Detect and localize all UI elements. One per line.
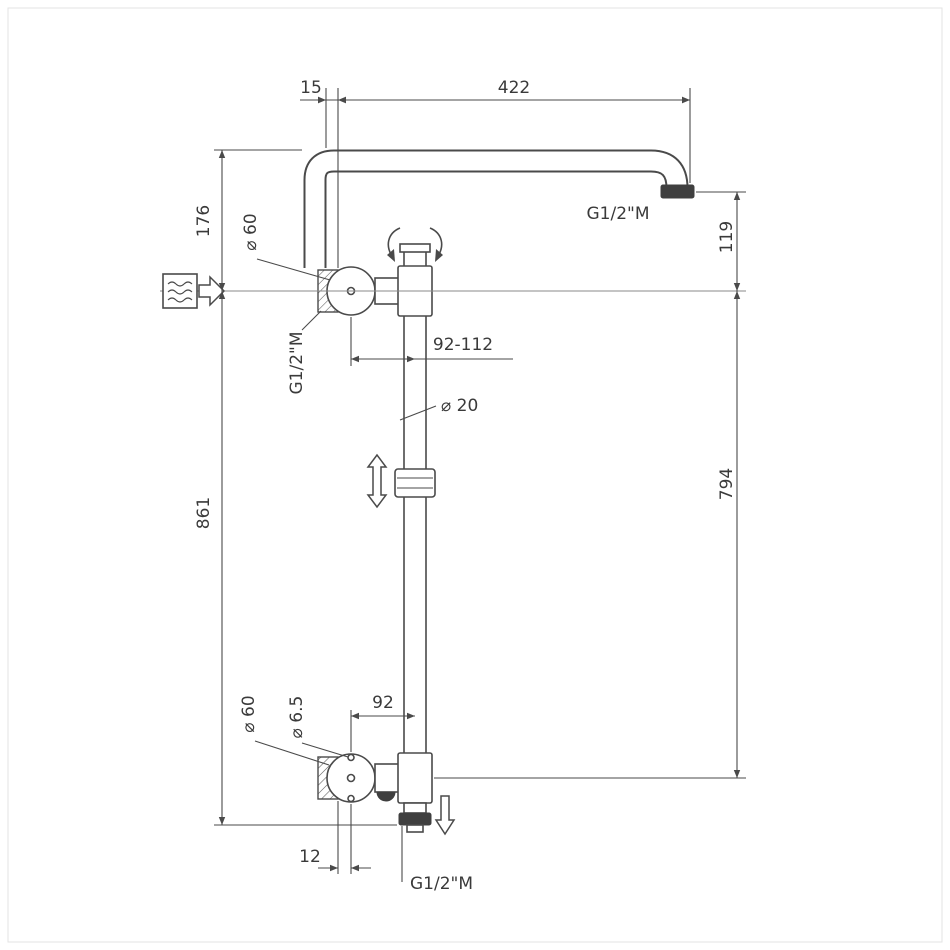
dim-arm-length-label: 422 bbox=[498, 78, 530, 98]
dim-head-drop-label: 119 bbox=[717, 221, 737, 253]
flange-top-diameter-label: ⌀ 60 bbox=[241, 213, 261, 250]
slider-holder bbox=[366, 453, 436, 509]
diverter-knob bbox=[376, 791, 396, 802]
outlet-thread-label: G1/2"M bbox=[410, 874, 473, 894]
flange-screw-hole-top bbox=[347, 753, 355, 762]
bottom-wall-bracket-assembly bbox=[317, 752, 456, 836]
screw-diameter-label: ⌀ 6.5 bbox=[287, 696, 307, 739]
bottom-flange-center bbox=[346, 773, 356, 783]
leader-lines bbox=[254, 258, 437, 882]
arm-thread-label: G1/2"M bbox=[586, 204, 649, 224]
outlet-stub bbox=[403, 802, 427, 814]
outlet-thread-stub bbox=[406, 824, 424, 833]
slider-body bbox=[394, 468, 436, 498]
bottom-junction-body bbox=[397, 752, 433, 804]
flow-direction-arrow-icon bbox=[198, 275, 226, 307]
outlet-direction-icon bbox=[434, 795, 456, 836]
slider-direction-icon bbox=[366, 453, 388, 509]
bracket-neck bbox=[374, 763, 402, 793]
flange-screw-hole-bottom bbox=[347, 794, 355, 803]
water-supply-box bbox=[162, 273, 198, 309]
outlet-cap bbox=[398, 812, 432, 826]
riser-tube bbox=[403, 249, 427, 759]
inlet-thread-label: G1/2"M bbox=[287, 331, 307, 394]
dim-wall-distance-label: 92-112 bbox=[433, 335, 493, 355]
shower-head-connector-cap bbox=[660, 184, 695, 199]
dim-top-offset-label: 15 bbox=[300, 78, 322, 98]
dim-column-height-label: 794 bbox=[717, 468, 737, 500]
extension-lines bbox=[214, 88, 746, 874]
pipe-diameter-label: ⌀ 20 bbox=[441, 396, 478, 416]
dim-upper-height-label: 176 bbox=[194, 205, 214, 237]
page-border bbox=[7, 7, 943, 943]
dim-bottom-inset-label: 12 bbox=[299, 847, 321, 867]
dimension-lines bbox=[218, 96, 741, 872]
dim-bottom-offset-label: 92 bbox=[372, 693, 394, 713]
flange-bottom-diameter-label: ⌀ 60 bbox=[239, 695, 259, 732]
dim-total-height-label: 861 bbox=[194, 497, 214, 529]
riser-pipe bbox=[399, 243, 431, 759]
shower-arm-pipe-bore bbox=[305, 151, 687, 268]
shower-arm bbox=[303, 149, 695, 268]
water-supply-icon bbox=[162, 273, 226, 309]
swivel-rotation-icon bbox=[387, 227, 443, 262]
swivel-collar bbox=[399, 243, 431, 253]
